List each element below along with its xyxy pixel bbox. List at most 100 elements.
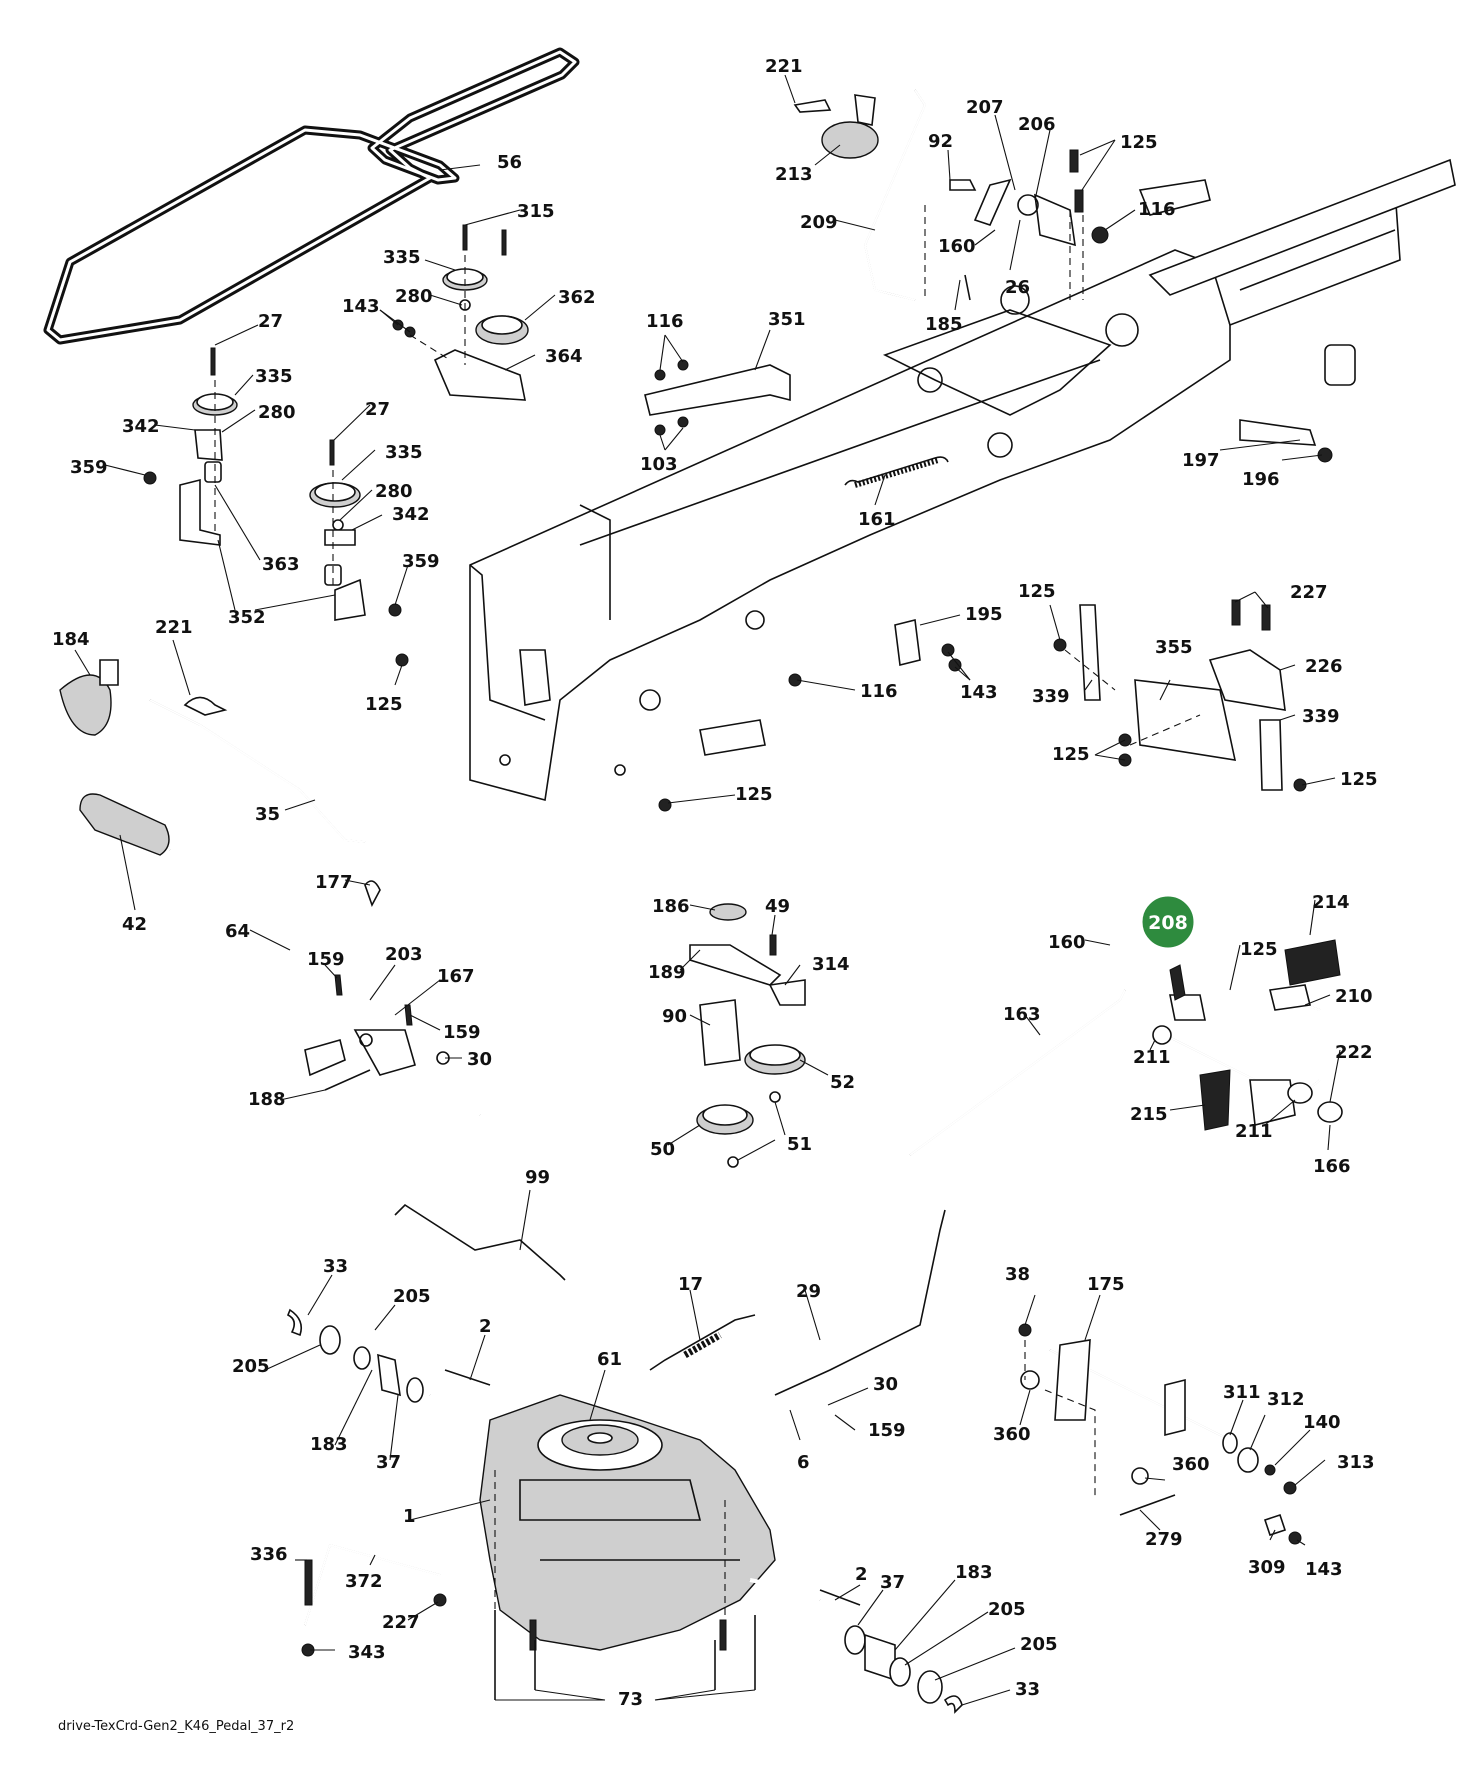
callout: 125 (365, 694, 403, 715)
callout: 159 (307, 949, 345, 970)
callout: 352 (228, 607, 266, 628)
idler-pulley-center (309, 439, 409, 667)
callout: 207 (966, 97, 1004, 118)
spring-coils-161 (854, 457, 939, 488)
callout: 2 (855, 1564, 868, 1585)
callout: 143 (342, 296, 380, 317)
callout: 359 (402, 551, 440, 572)
callout: 42 (122, 914, 147, 935)
callout: 211 (1235, 1121, 1273, 1142)
callout: 116 (646, 311, 684, 332)
callout: 342 (392, 504, 430, 525)
callout: 209 (800, 212, 838, 233)
callout: 186 (652, 896, 690, 917)
lever-64 (79, 793, 481, 1117)
callout: 339 (1302, 706, 1340, 727)
callout: 30 (467, 1049, 492, 1070)
callout: 203 (385, 944, 423, 965)
callout: 195 (965, 604, 1003, 625)
callout: 90 (662, 1006, 687, 1027)
callout: 205 (232, 1356, 270, 1377)
callout: 26 (1005, 277, 1030, 298)
callout: 279 (1145, 1529, 1183, 1550)
callout: 177 (315, 872, 353, 893)
rod-99 (394, 1203, 566, 1281)
callout: 1 (403, 1506, 416, 1527)
callout: 125 (1018, 581, 1056, 602)
callout: 163 (1003, 1004, 1041, 1025)
callout: 159 (443, 1022, 481, 1043)
callout: 206 (1018, 114, 1056, 135)
callout: 125 (1240, 939, 1278, 960)
callout: 213 (775, 164, 813, 185)
lift-lever-209 (793, 89, 927, 301)
leader-lines (74, 74, 1341, 1706)
shaft-175 (1018, 1323, 1302, 1545)
lever-35 (59, 659, 366, 843)
callout: 314 (812, 954, 850, 975)
callout: 313 (1337, 1452, 1375, 1473)
callout: 29 (796, 1281, 821, 1302)
callout-208: 208 (1148, 912, 1188, 934)
callout: 221 (155, 617, 193, 638)
pedal-assembly (909, 939, 1343, 1156)
callout: 226 (1305, 656, 1343, 677)
rod-29 (774, 1209, 946, 1396)
callout: 215 (1130, 1104, 1168, 1125)
callout: 38 (1005, 1264, 1030, 1285)
callout: 196 (1242, 469, 1280, 490)
callout: 92 (928, 131, 953, 152)
callout: 214 (1312, 892, 1350, 913)
idler-pulley-left (143, 347, 238, 546)
callout: 175 (1087, 1274, 1125, 1295)
callout: 280 (395, 286, 433, 307)
callout: 160 (938, 236, 976, 257)
callout: 6 (797, 1452, 810, 1473)
callout: 221 (765, 56, 803, 77)
callout: 116 (1138, 199, 1176, 220)
callout: 27 (258, 311, 283, 332)
callout: 309 (1248, 1557, 1286, 1578)
axle-hardware-right (819, 1589, 963, 1714)
callout: 335 (385, 442, 423, 463)
callout: 363 (262, 554, 300, 575)
callout: 125 (1120, 132, 1158, 153)
callout: 33 (1015, 1679, 1040, 1700)
callout: 210 (1335, 986, 1373, 1007)
callout: 343 (348, 1642, 386, 1663)
rod-197 (1239, 419, 1317, 446)
axle-hardware-left (286, 1308, 491, 1403)
callout: 315 (517, 201, 555, 222)
callout: 311 (1223, 1382, 1261, 1403)
callout: 351 (768, 309, 806, 330)
callout: 35 (255, 804, 280, 825)
knob-213 (821, 121, 879, 159)
callout: 227 (1290, 582, 1328, 603)
callout: 143 (960, 682, 998, 703)
callout: 140 (1303, 1412, 1341, 1433)
callout: 205 (1020, 1634, 1058, 1655)
bracket-195 (658, 619, 962, 812)
callout: 64 (225, 921, 250, 942)
callout: 61 (597, 1349, 622, 1370)
callout: 160 (1048, 932, 1086, 953)
callout: 359 (70, 457, 108, 478)
callout: 56 (497, 152, 522, 173)
transaxle-1 (429, 1392, 821, 1700)
callout-labels: 221 213 209 92 207 206 125 116 160 26 18… (52, 56, 1378, 1710)
callout: 205 (393, 1286, 431, 1307)
part-208-highlight[interactable]: 208 (1142, 896, 1194, 948)
callout: 37 (880, 1572, 905, 1593)
callout: 189 (648, 962, 686, 983)
idler-pulley-upper (392, 224, 529, 401)
callout: 360 (993, 1424, 1031, 1445)
callout: 360 (1172, 1454, 1210, 1475)
callout: 116 (860, 681, 898, 702)
callout: 183 (955, 1562, 993, 1583)
callout: 167 (437, 966, 475, 987)
callout: 27 (365, 399, 390, 420)
chassis-frame (469, 158, 1456, 802)
diagram-caption: drive-TexCrd-Gen2_K46_Pedal_37_r2 (58, 1719, 294, 1734)
callout: 184 (52, 629, 90, 650)
